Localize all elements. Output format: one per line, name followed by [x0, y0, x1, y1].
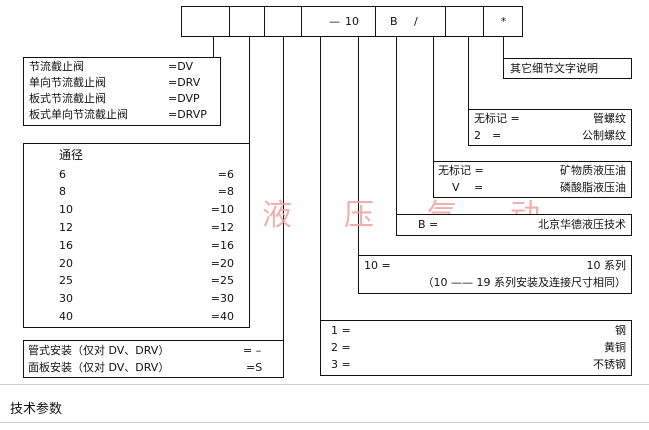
material-value-2: 黄铜	[604, 341, 626, 354]
bore-code-2: =8	[217, 185, 234, 198]
material-label-1: 1 =	[331, 324, 351, 337]
seal-label-2: V =	[452, 181, 484, 194]
valve-type-label-4: 板式单向节流截止阀	[29, 108, 128, 121]
series-note: （10 —— 19 系列安装及连接尺寸相同）	[422, 276, 626, 289]
code-cell-maker: B /	[375, 6, 445, 37]
code-cell-dash: — 10	[321, 6, 375, 37]
connector-thread-v	[468, 37, 469, 109]
bore-code-9: =40	[210, 310, 234, 323]
maker-label: B =	[418, 218, 439, 231]
valve-type-code-3: =DVP	[168, 92, 200, 105]
valve-type-label-1: 节流截止阀	[29, 60, 84, 73]
mounting-label-1: 管式安装（仅对 DV、DRV）	[28, 344, 170, 357]
other-details-text: 其它细节文字说明	[510, 62, 598, 75]
mounting-code-2: =S	[246, 361, 263, 374]
bore-code-3: =10	[210, 203, 234, 216]
bore-box	[23, 143, 250, 328]
seal-value-1: 矿物质液压油	[560, 164, 626, 177]
connector-other-v	[503, 37, 504, 58]
bore-size-2: 8	[59, 185, 66, 198]
code-maker: B	[390, 15, 398, 28]
connector-seal-v	[433, 37, 434, 161]
material-label-3: 3 =	[331, 358, 351, 371]
bore-code-5: =16	[210, 239, 234, 252]
maker-box	[396, 214, 632, 236]
footer-title: 技术参数	[10, 402, 63, 417]
bore-title: 通径	[59, 148, 84, 162]
bore-code-1: =6	[217, 168, 234, 181]
watermark-char-4: 压	[344, 198, 374, 233]
code-cell-3	[264, 6, 301, 37]
valve-type-label-2: 单向节流截止阀	[29, 76, 106, 89]
material-box	[320, 320, 632, 376]
code-cell-2	[229, 6, 264, 37]
seal-label-1: 无标记 =	[438, 164, 484, 177]
bore-size-1: 6	[59, 168, 66, 181]
bore-code-4: =12	[210, 221, 234, 234]
connector-mount-v	[283, 37, 284, 340]
watermark-char-3: 液	[262, 198, 292, 233]
connector-type-v	[213, 37, 214, 57]
bore-size-3: 10	[59, 203, 73, 216]
bore-size-9: 40	[59, 310, 73, 323]
connector-material-v	[320, 37, 321, 320]
code-cell-1	[181, 6, 229, 37]
code-dash: —	[329, 15, 340, 28]
bore-size-8: 30	[59, 292, 73, 305]
maker-value: 北京华德液压技术	[538, 218, 626, 231]
thread-value-2: 公制螺纹	[582, 129, 626, 142]
mounting-box	[23, 340, 284, 378]
bore-size-6: 20	[59, 257, 73, 270]
valve-type-code-1: =DV	[168, 60, 194, 73]
code-series: 10	[345, 15, 359, 28]
footer-bottom-divider	[0, 422, 649, 423]
thread-box	[468, 109, 632, 146]
connector-series-v	[358, 37, 359, 255]
bore-code-7: =25	[210, 274, 234, 287]
material-value-3: 不锈钢	[593, 358, 626, 371]
bore-size-7: 25	[59, 274, 73, 287]
valve-type-code-2: =DRV	[168, 76, 201, 89]
seal-box	[433, 161, 632, 198]
series-label: 10 =	[364, 259, 391, 272]
bore-code-8: =30	[210, 292, 234, 305]
valve-type-code-4: =DRVP	[168, 108, 207, 121]
thread-value-1: 管螺纹	[593, 112, 626, 125]
material-label-2: 2 =	[331, 341, 351, 354]
code-cell-4	[301, 6, 321, 37]
code-cell-asterisk: *	[483, 6, 523, 37]
footer-divider	[0, 384, 649, 385]
mounting-label-2: 面板安装（仅对 DV、DRV）	[28, 361, 170, 374]
connector-bore-v	[249, 37, 250, 144]
seal-value-2: 磷酸脂液压油	[560, 181, 626, 194]
bore-code-6: =20	[210, 257, 234, 270]
mounting-code-1: = –	[243, 344, 262, 357]
material-value-1: 钢	[615, 324, 626, 337]
series-value: 10 系列	[586, 259, 627, 272]
series-box	[358, 255, 632, 294]
valve-type-box	[23, 57, 221, 126]
ordering-code-bar	[181, 6, 523, 37]
code-cell-thread	[445, 6, 483, 37]
other-details-box	[503, 58, 632, 79]
valve-type-label-3: 板式节流截止阀	[29, 92, 106, 105]
bore-size-4: 12	[59, 221, 73, 234]
bore-size-5: 16	[59, 239, 73, 252]
thread-label-2: 2 =	[474, 129, 502, 142]
connector-maker-v	[396, 37, 397, 214]
code-slash: /	[414, 15, 418, 28]
thread-label-1: 无标记 =	[474, 112, 520, 125]
